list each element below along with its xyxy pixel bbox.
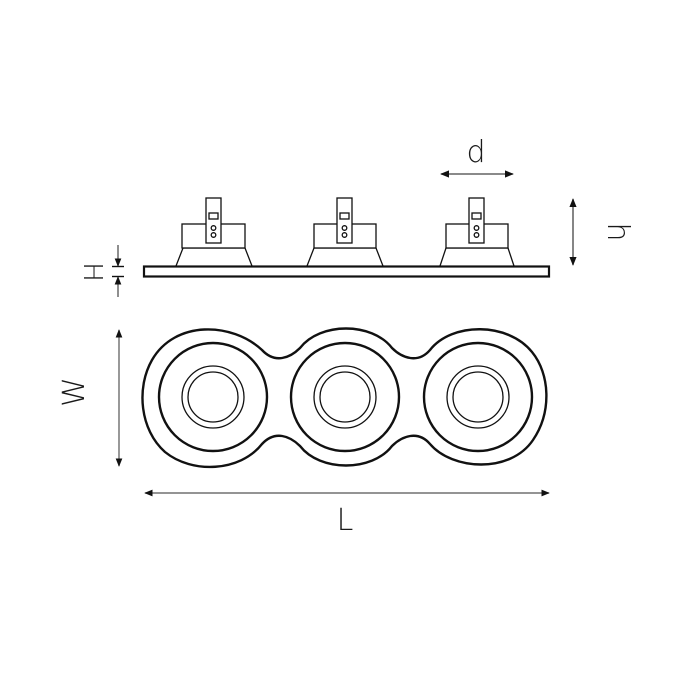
- light-ring-2: [289, 341, 401, 453]
- top-view: [141, 327, 548, 469]
- dimension-h: h: [569, 198, 635, 266]
- dimension-W: W: [57, 329, 123, 467]
- side-view: [142, 197, 551, 278]
- light-ring-3: [422, 341, 534, 453]
- mounting-plate: [142, 265, 551, 278]
- label-h: h: [600, 222, 635, 241]
- fixture-side-1: [175, 197, 253, 267]
- label-L: L: [337, 503, 354, 538]
- dimension-H: H: [77, 245, 124, 297]
- label-d: d: [466, 135, 485, 170]
- label-H: H: [77, 262, 107, 282]
- fixture-side-2: [306, 197, 384, 267]
- light-ring-1: [157, 341, 269, 453]
- label-W: W: [57, 377, 92, 407]
- dimension-L: L: [144, 489, 550, 538]
- fixture-side-3: [439, 197, 515, 267]
- dimension-d: d: [440, 135, 514, 178]
- outer-outline: [141, 327, 548, 469]
